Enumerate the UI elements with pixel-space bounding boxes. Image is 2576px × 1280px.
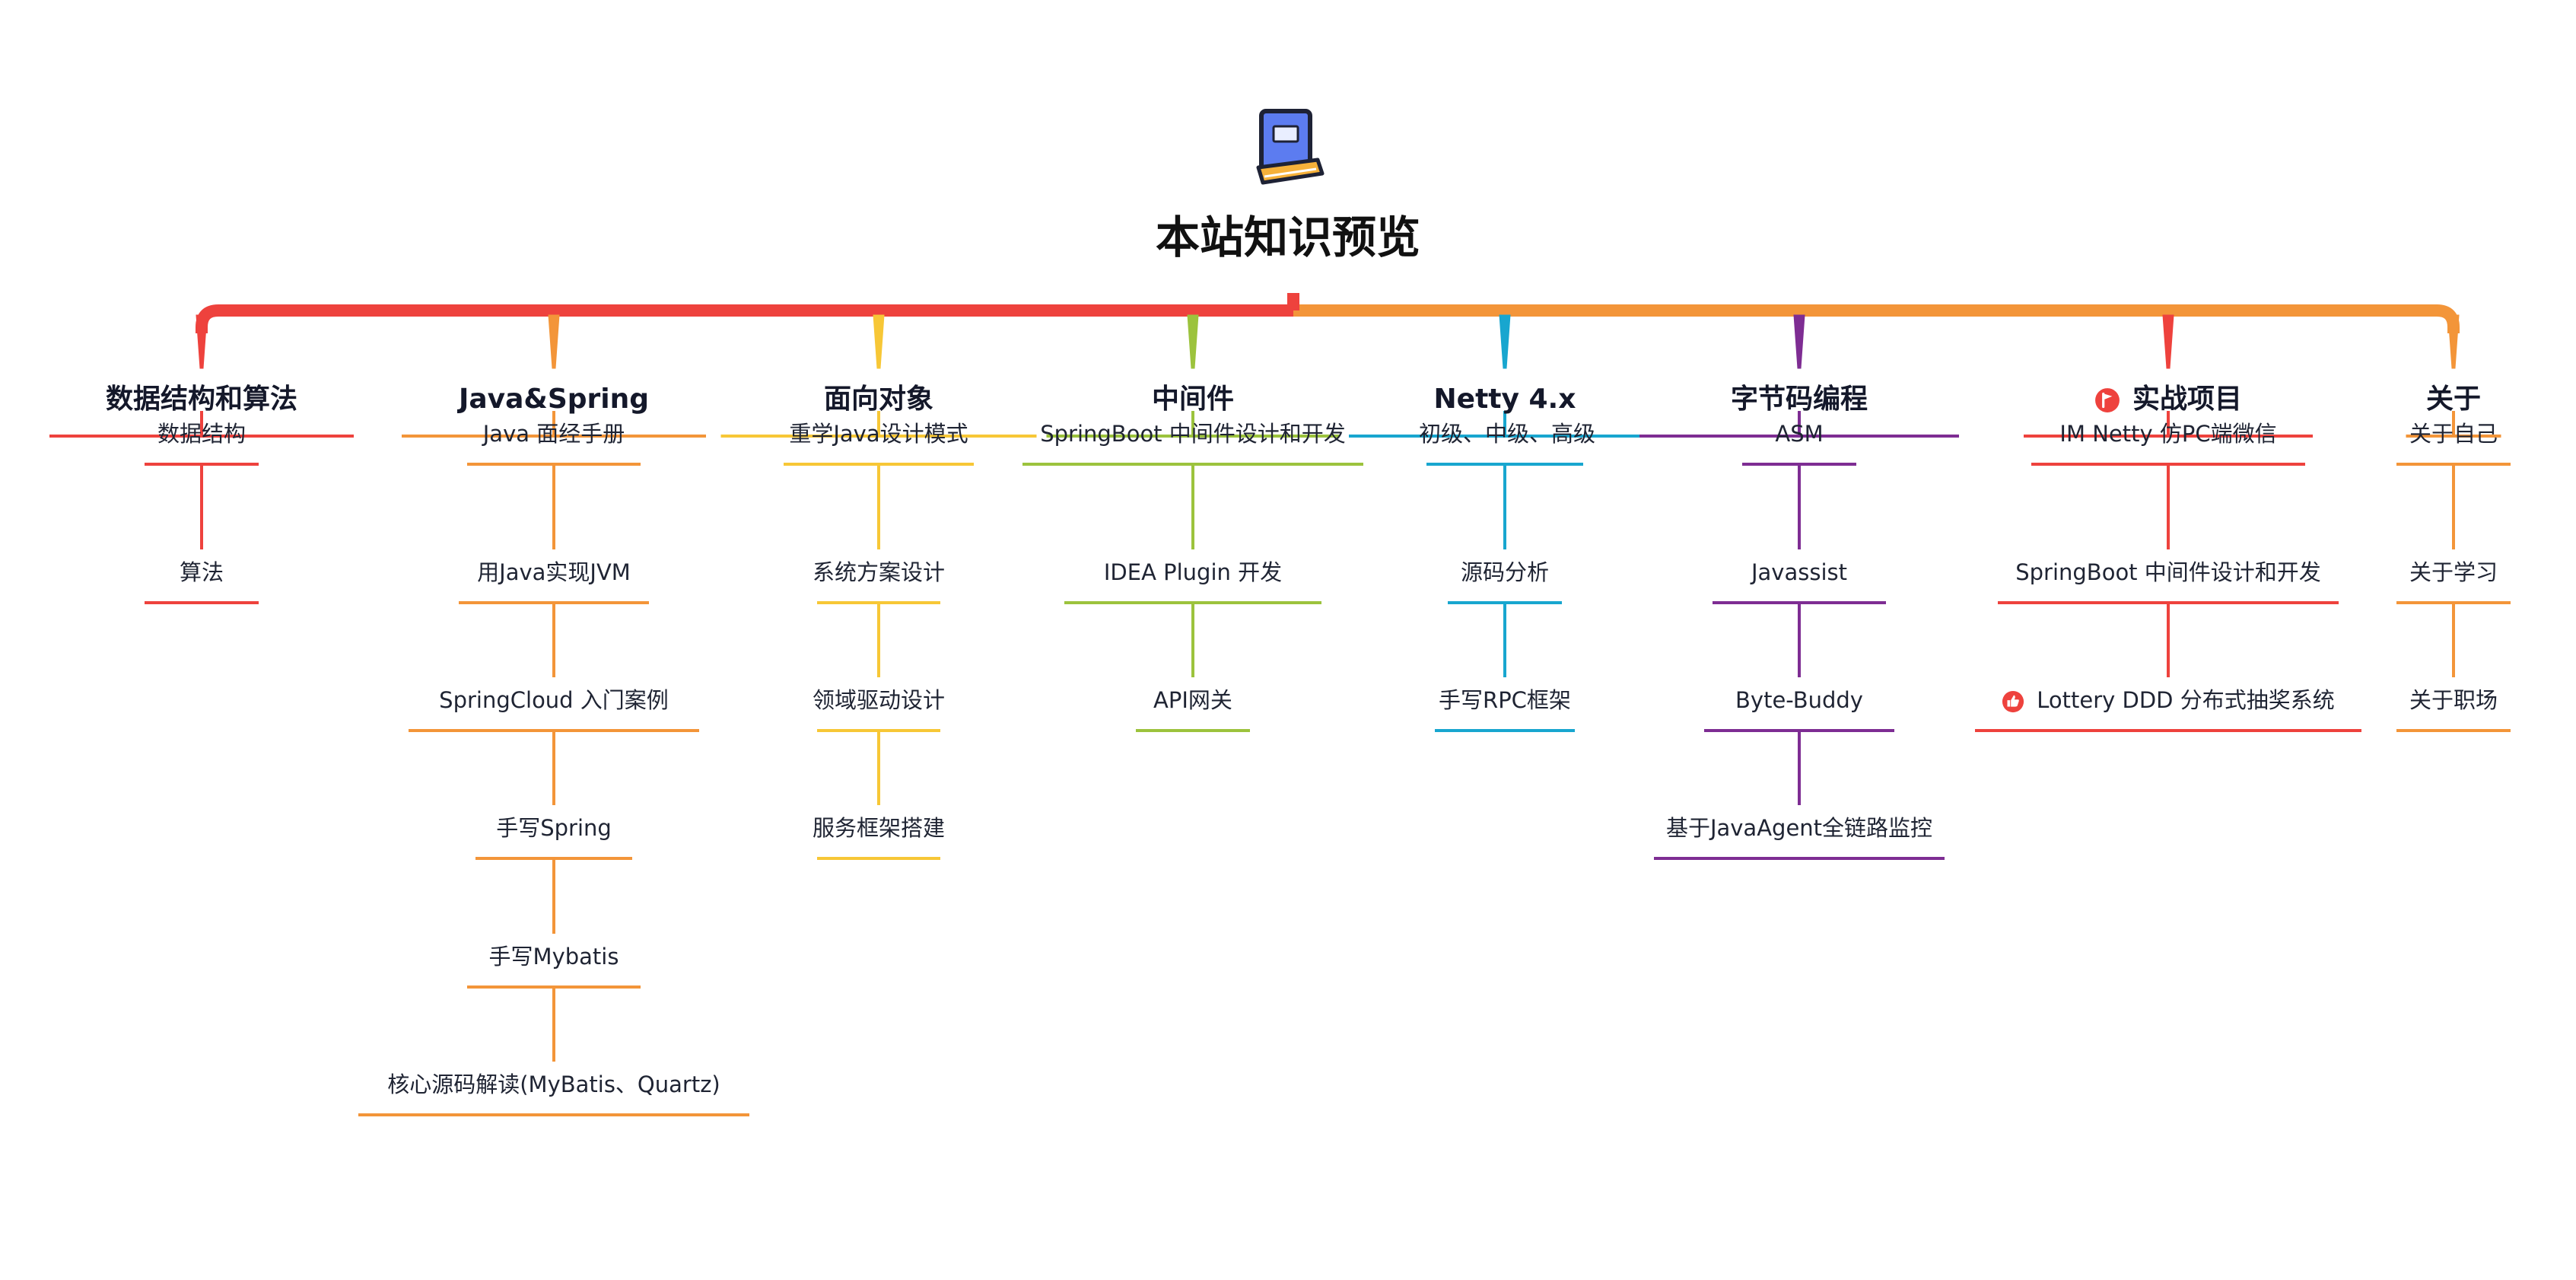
- item-label: ASM: [1775, 421, 1824, 447]
- category-6[interactable]: 实战项目: [2008, 373, 2328, 426]
- item-label: Lottery DDD 分布式抽奖系统: [2037, 687, 2335, 713]
- category-title: 面向对象: [823, 384, 933, 415]
- trunk-left-line: [196, 304, 1293, 333]
- list-item[interactable]: 数据结构: [137, 412, 266, 455]
- item-label: 源码分析: [1460, 559, 1549, 585]
- flag-icon: [2094, 387, 2120, 413]
- item-label: 核心源码解读(MyBatis、Quartz): [387, 1071, 720, 1097]
- item-label: 初级、中级、高级: [1419, 421, 1596, 447]
- list-item[interactable]: Javassist: [1705, 551, 1894, 594]
- category-connector: [196, 314, 208, 369]
- item-label: 系统方案设计: [812, 559, 945, 585]
- list-item[interactable]: 关于职场: [2389, 679, 2518, 721]
- category-title: 中间件: [1151, 384, 1234, 415]
- category-0[interactable]: 数据结构和算法: [34, 373, 369, 426]
- list-item[interactable]: 算法: [137, 551, 266, 594]
- list-item[interactable]: 关于学习: [2389, 551, 2518, 594]
- list-item[interactable]: 源码分析: [1440, 551, 1569, 594]
- list-item[interactable]: 用Java实现JVM: [451, 551, 657, 594]
- category-4[interactable]: Netty 4.x: [1334, 373, 1676, 426]
- thumbs-up-icon: [2002, 690, 2024, 713]
- item-label: 服务框架搭建: [812, 815, 945, 841]
- item-label: SpringBoot 中间件设计和开发: [1040, 421, 1346, 447]
- category-connector: [1499, 314, 1511, 369]
- item-label: IM Netty 仿PC端微信: [2059, 421, 2277, 447]
- item-label: 领域驱动设计: [812, 687, 945, 713]
- item-label: 手写RPC框架: [1439, 687, 1571, 713]
- category-title: Netty 4.x: [1433, 384, 1576, 415]
- item-label: Byte-Buddy: [1735, 687, 1863, 713]
- item-label: 基于JavaAgent全链路监控: [1665, 815, 1933, 841]
- list-item[interactable]: SpringCloud 入门案例: [401, 679, 707, 721]
- item-label: 算法: [179, 559, 224, 585]
- item-label: 关于学习: [2409, 559, 2498, 585]
- list-item[interactable]: ASM: [1735, 412, 1864, 455]
- list-item[interactable]: Java 面经手册: [460, 412, 648, 455]
- item-label: 用Java实现JVM: [477, 559, 631, 585]
- category-title: 实战项目: [2132, 384, 2242, 415]
- category-7[interactable]: 关于: [2391, 373, 2517, 426]
- list-item[interactable]: 初级、中级、高级: [1419, 412, 1595, 455]
- list-item[interactable]: 核心源码解读(MyBatis、Quartz): [351, 1063, 757, 1106]
- item-label: 重学Java设计模式: [789, 421, 968, 447]
- list-item[interactable]: 服务框架搭建: [809, 807, 948, 849]
- item-label: Java 面经手册: [482, 421, 625, 447]
- list-item[interactable]: 手写Mybatis: [460, 935, 648, 978]
- category-2[interactable]: 面向对象: [706, 373, 1052, 426]
- item-label: Javassist: [1751, 559, 1847, 585]
- category-title: 字节码编程: [1730, 384, 1868, 415]
- list-item[interactable]: 手写Spring: [468, 807, 640, 849]
- list-item[interactable]: SpringBoot 中间件设计和开发: [1015, 412, 1371, 455]
- list-item[interactable]: Byte-Buddy: [1697, 679, 1902, 721]
- category-connector: [873, 314, 885, 369]
- category-1[interactable]: Java&Spring: [386, 373, 721, 426]
- item-label: 关于自己: [2409, 421, 2498, 447]
- category-3[interactable]: 中间件: [1032, 373, 1355, 426]
- list-item[interactable]: IDEA Plugin 开发: [1057, 551, 1329, 594]
- item-label: SpringBoot 中间件设计和开发: [2015, 559, 2321, 585]
- root-title: 本站知识预览: [1155, 212, 1420, 263]
- list-item[interactable]: 关于自己: [2389, 412, 2518, 455]
- list-item[interactable]: 基于JavaAgent全链路监控: [1646, 807, 1952, 849]
- item-label: SpringCloud 入门案例: [439, 687, 669, 713]
- list-item[interactable]: 重学Java设计模式: [776, 412, 981, 455]
- category-connector: [1187, 314, 1199, 369]
- list-item[interactable]: 手写RPC框架: [1427, 679, 1582, 721]
- list-item[interactable]: 领域驱动设计: [809, 679, 948, 721]
- item-label: 数据结构: [157, 421, 246, 447]
- list-item[interactable]: IM Netty 仿PC端微信: [2024, 412, 2313, 455]
- list-item[interactable]: SpringBoot 中间件设计和开发: [1990, 551, 2346, 594]
- category-connector: [1793, 314, 1805, 369]
- category-connector: [2162, 314, 2174, 369]
- item-label: API网关: [1153, 687, 1232, 713]
- item-label: 手写Spring: [496, 815, 612, 841]
- category-title: Java&Spring: [458, 384, 650, 415]
- category-title: 数据结构和算法: [105, 384, 297, 415]
- category-5[interactable]: 字节码编程: [1624, 373, 1974, 426]
- list-item[interactable]: Lottery DDD 分布式抽奖系统: [1967, 679, 2369, 721]
- trunk-right-line: [1293, 304, 2460, 333]
- category-connector: [548, 314, 560, 369]
- item-label: IDEA Plugin 开发: [1103, 559, 1283, 585]
- list-item[interactable]: API网关: [1128, 679, 1258, 721]
- item-label: 手写Mybatis: [488, 944, 619, 970]
- book-icon: [1254, 107, 1327, 190]
- list-item[interactable]: 系统方案设计: [809, 551, 948, 594]
- category-connector: [2447, 314, 2460, 369]
- category-title: 关于: [2425, 384, 2481, 415]
- item-label: 关于职场: [2409, 687, 2498, 713]
